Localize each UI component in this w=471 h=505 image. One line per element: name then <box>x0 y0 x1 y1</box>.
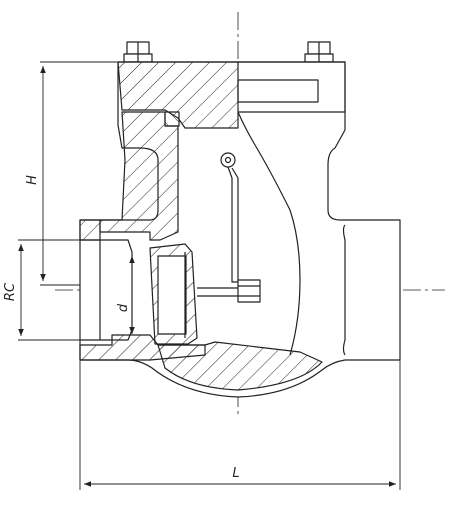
body-left-wall <box>99 111 179 241</box>
disc-arm <box>227 166 239 283</box>
dimension-H <box>40 61 118 286</box>
label-length: L <box>232 466 239 481</box>
seat-bore <box>157 255 187 335</box>
dimension-L <box>79 360 401 490</box>
bonnet-right <box>238 61 346 113</box>
body-inner-right <box>237 111 301 356</box>
bonnet-section <box>117 61 239 129</box>
label-thread: RC <box>3 282 18 301</box>
bonnet-recess <box>237 79 319 103</box>
label-bore: d <box>116 303 131 312</box>
left-bolt <box>123 41 153 63</box>
right-bolt <box>304 41 334 63</box>
body-bowl-section <box>157 341 323 391</box>
label-height: H <box>25 175 40 185</box>
disc-nut <box>237 279 261 303</box>
left-socket-wall-top <box>79 219 101 241</box>
dimension-RC <box>18 239 80 341</box>
gasket <box>164 111 180 127</box>
right-port-inner <box>342 224 346 356</box>
